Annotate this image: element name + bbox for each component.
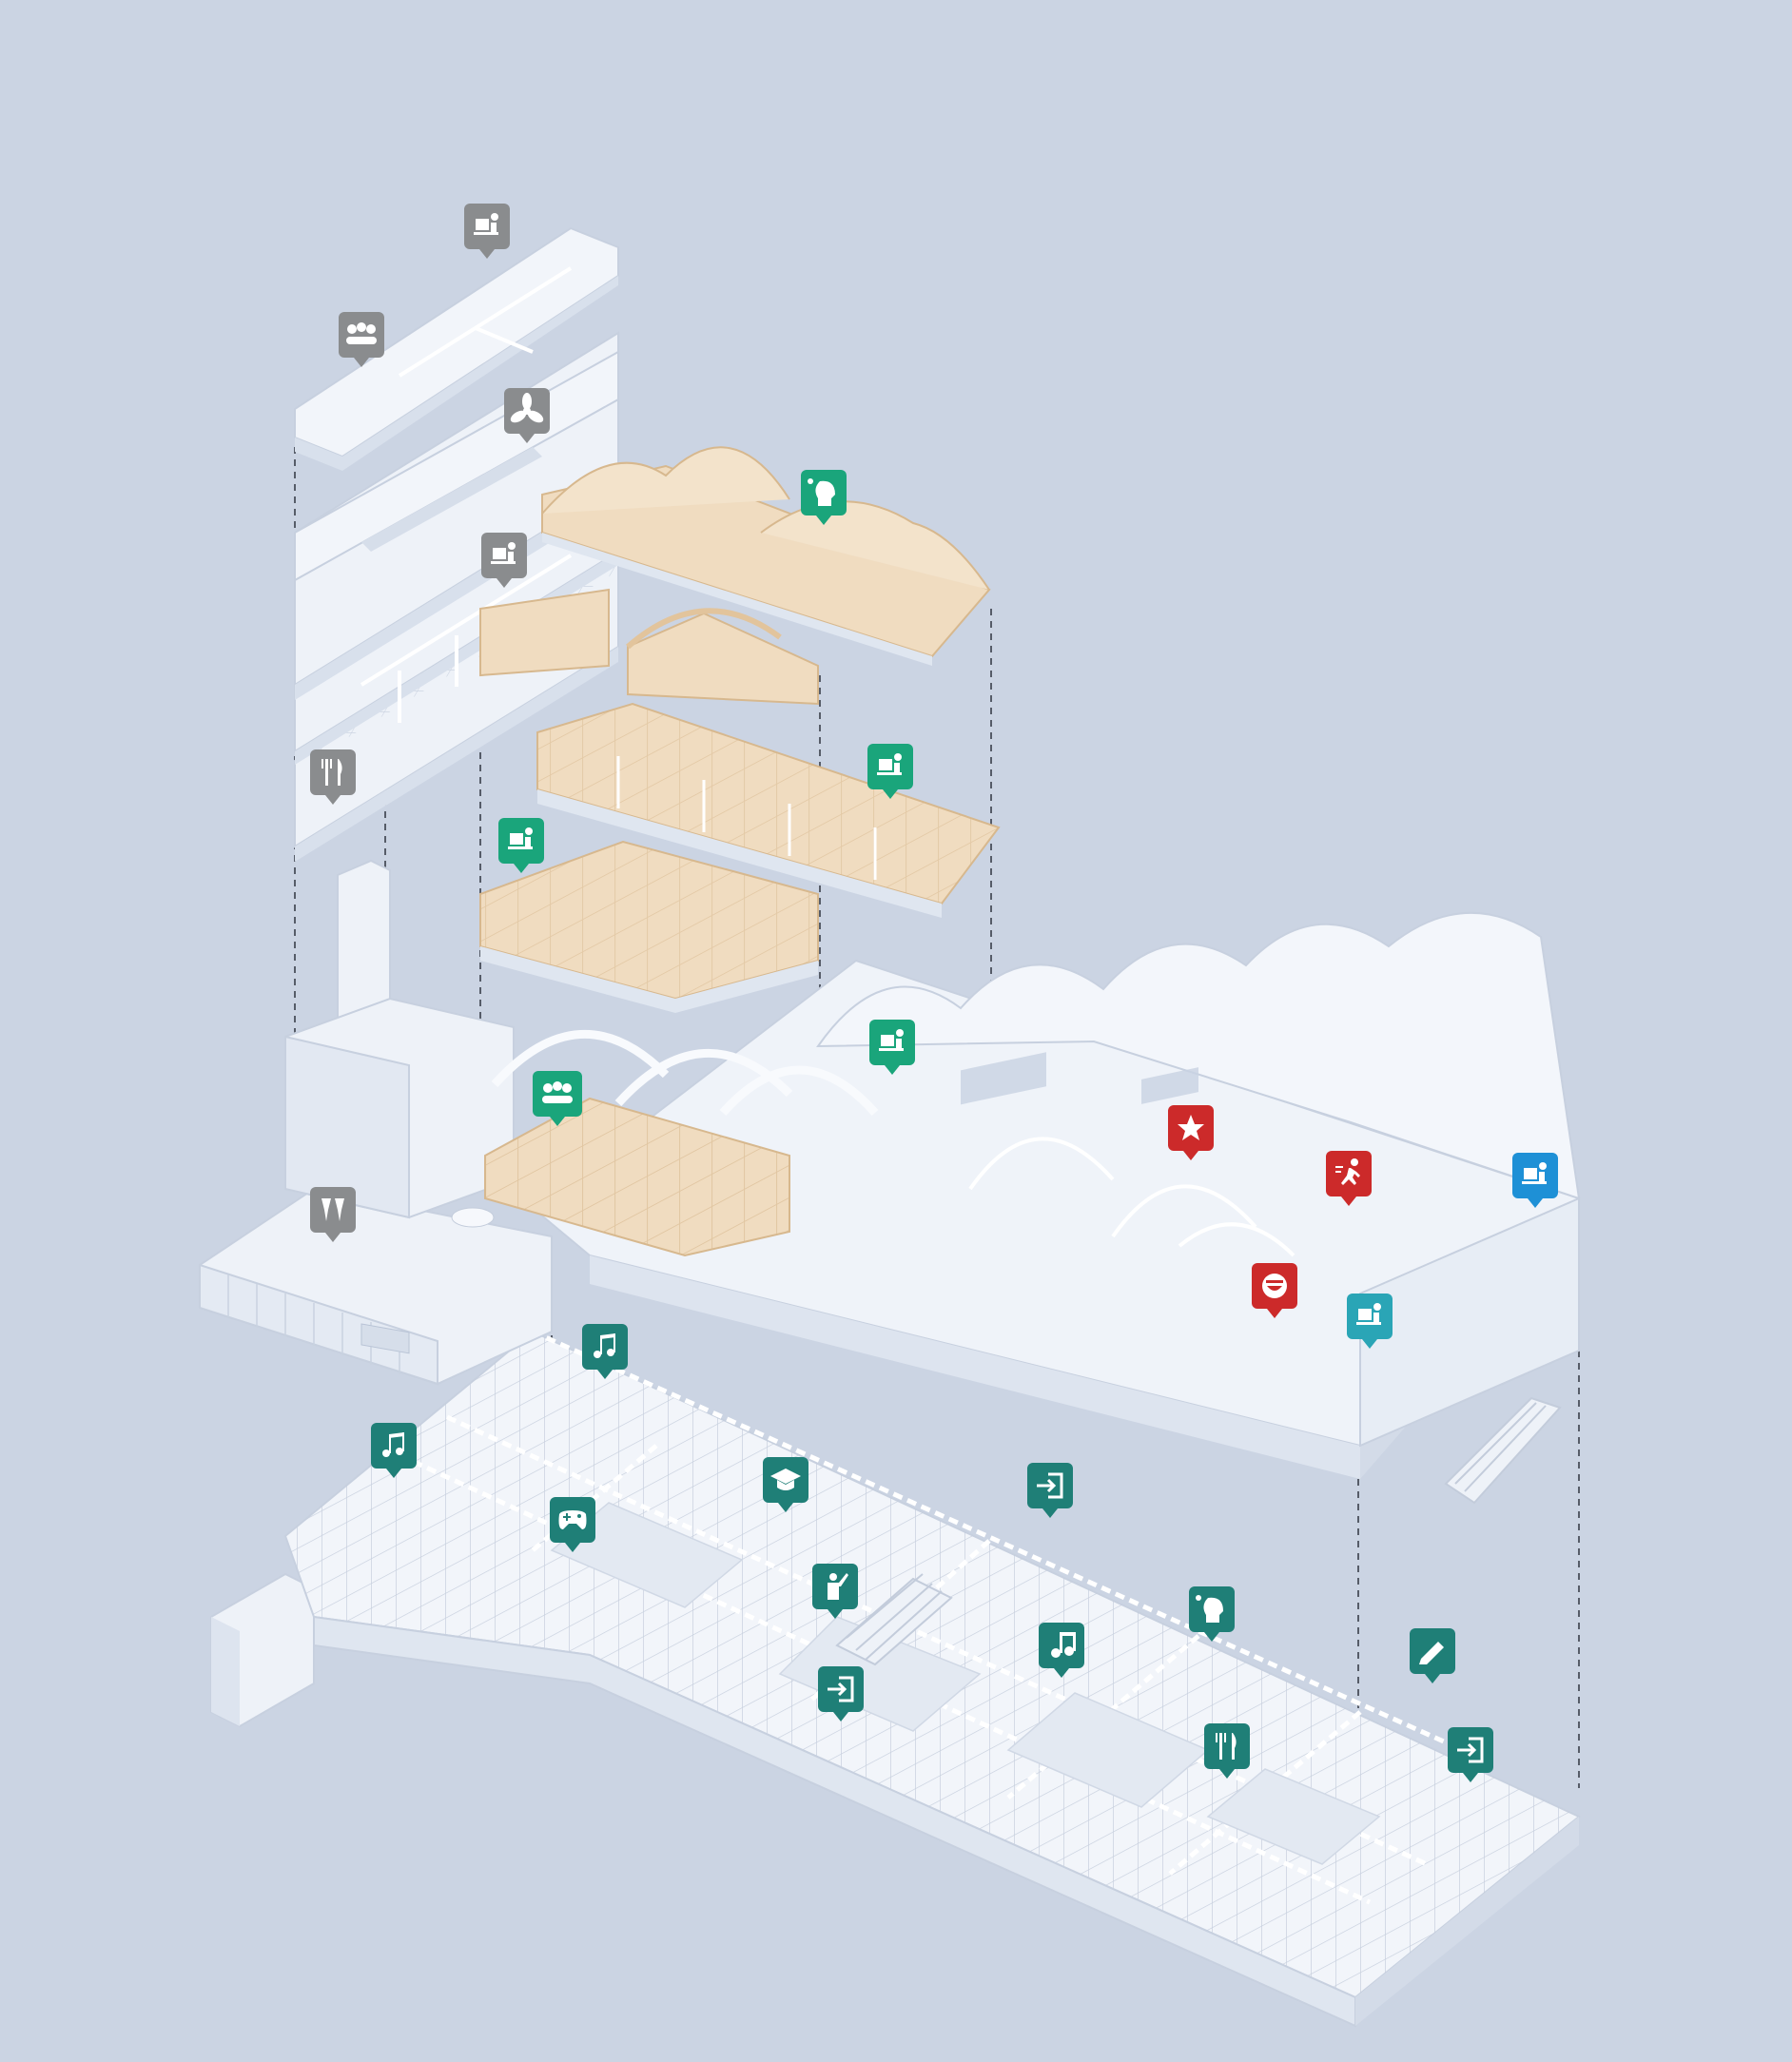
smile-pin[interactable] xyxy=(1252,1263,1297,1318)
workstation-pin-blue[interactable] xyxy=(1512,1153,1558,1208)
meeting-group-icon xyxy=(542,1081,573,1103)
entrance-icon xyxy=(1037,1472,1063,1499)
music-pin-1[interactable] xyxy=(582,1324,628,1379)
meeting-group-icon xyxy=(346,322,377,344)
workstation-icon xyxy=(491,542,516,564)
workstation-icon xyxy=(1522,1162,1547,1184)
music-notes-icon xyxy=(382,1432,404,1457)
workstation-pin-green-3[interactable] xyxy=(869,1020,915,1075)
education-pin[interactable] xyxy=(763,1457,808,1512)
sports-pin[interactable] xyxy=(1326,1151,1372,1206)
entrance-pin-3[interactable] xyxy=(1448,1727,1493,1782)
presenter-icon xyxy=(828,1573,848,1600)
workstation-pin-cyan[interactable] xyxy=(1347,1294,1393,1349)
game-controller-icon xyxy=(558,1510,587,1529)
drinks-pin[interactable] xyxy=(310,1187,356,1242)
ventilation-fan-icon xyxy=(510,393,544,423)
music-notes-icon xyxy=(594,1333,615,1358)
running-person-icon xyxy=(1335,1158,1360,1185)
entrance-icon xyxy=(828,1676,854,1702)
idea-pin-teal[interactable] xyxy=(1189,1586,1235,1642)
entrance-pin-2[interactable] xyxy=(818,1666,864,1722)
workstation-icon xyxy=(1356,1303,1381,1325)
toast-drinks-icon xyxy=(321,1198,344,1221)
music-pin-3[interactable] xyxy=(1039,1623,1084,1678)
gaming-pin[interactable] xyxy=(550,1497,595,1552)
workstation-pin-green-1[interactable] xyxy=(867,744,913,799)
workstation-icon xyxy=(474,213,498,235)
music-note-icon xyxy=(1051,1632,1076,1658)
entrance-pin-1[interactable] xyxy=(1027,1463,1073,1518)
idea-pin[interactable] xyxy=(801,470,847,525)
workstation-icon xyxy=(877,753,902,775)
pencil-pin[interactable] xyxy=(1410,1628,1455,1683)
meeting-pin-green[interactable] xyxy=(533,1071,582,1126)
dining-cutlery-icon xyxy=(321,759,342,786)
dining-pin[interactable] xyxy=(310,749,356,805)
idea-head-icon xyxy=(808,478,835,506)
dining-pin-teal[interactable] xyxy=(1204,1723,1250,1779)
dining-cutlery-icon xyxy=(1216,1733,1237,1760)
idea-head-icon xyxy=(1196,1595,1223,1623)
star-pin[interactable] xyxy=(1168,1105,1214,1160)
vaulted-studio-stack xyxy=(479,446,1001,1013)
workstation-icon xyxy=(879,1029,904,1051)
star-icon xyxy=(1178,1115,1204,1140)
workstation-pin-2[interactable] xyxy=(481,533,527,588)
entrance-icon xyxy=(1457,1737,1484,1763)
presenter-pin[interactable] xyxy=(812,1564,858,1619)
graduation-cap-icon xyxy=(770,1469,801,1490)
ground-floor xyxy=(199,859,1581,1505)
ventilation-pin[interactable] xyxy=(504,388,550,443)
smiling-face-icon xyxy=(1262,1274,1287,1298)
workstation-pin-green-2[interactable] xyxy=(498,818,544,873)
music-pin-2[interactable] xyxy=(371,1423,417,1478)
pencil-icon xyxy=(1419,1642,1444,1664)
meeting-pin[interactable] xyxy=(339,312,384,367)
workstation-pin[interactable] xyxy=(464,204,510,259)
workstation-icon xyxy=(508,827,533,849)
